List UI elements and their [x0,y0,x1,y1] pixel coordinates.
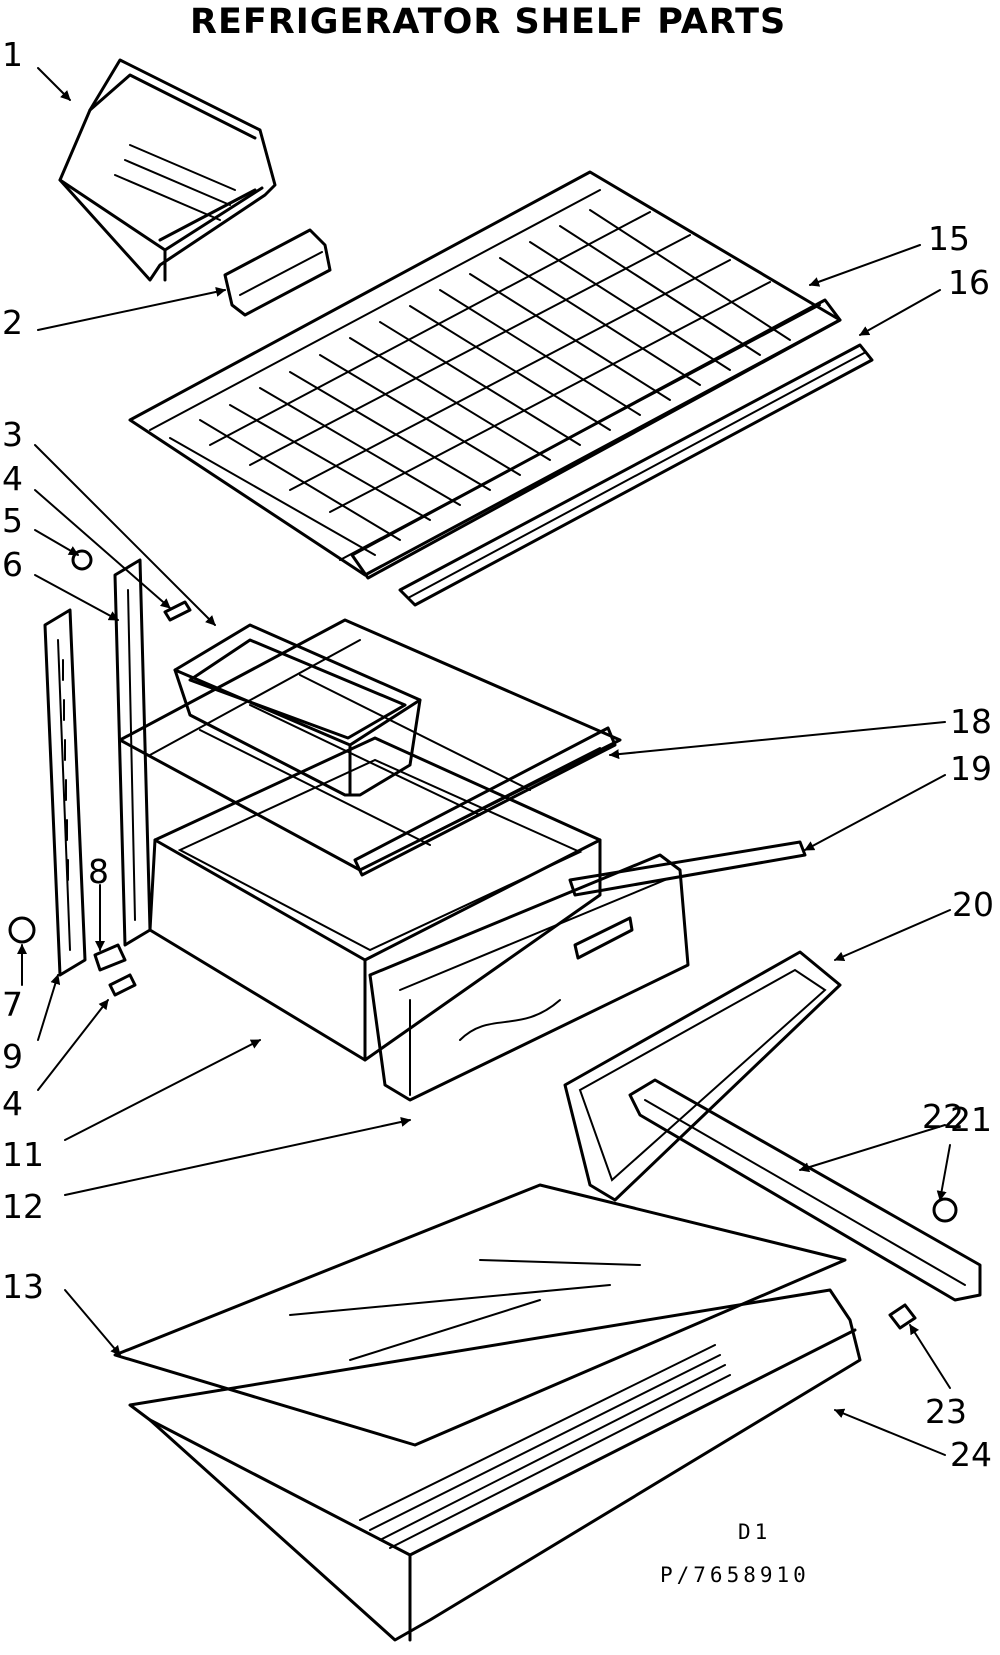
part-9-shelf-ladder [43,608,87,977]
callout-9: 9 [2,1037,23,1076]
part-11-crisper-pan [148,736,602,1062]
diagram-code: D1 [738,1520,772,1544]
callout-24: 24 [950,1435,992,1474]
callout-13: 13 [2,1267,44,1306]
part-15-wire-shelf [128,170,842,580]
part-19-trim [568,840,807,897]
callout-2: 2 [2,303,23,342]
part-23-screw [888,1303,917,1330]
part-number: P/7658910 [660,1563,810,1587]
part-20-glass-frame [563,950,842,1202]
callout-19: 19 [950,749,992,788]
callout-3: 3 [2,415,23,454]
callout-21: 21 [950,1100,992,1139]
part-12-crisper-cover-front [368,853,690,1102]
callout-12: 12 [2,1187,44,1226]
part-16-shelf-trim [398,343,874,607]
callout-16: 16 [948,263,990,302]
callout-22: 22 [922,1097,964,1136]
callout-8: 8 [88,852,109,891]
callout-4-bottom: 4 [2,1084,23,1123]
part-13-glass-shelf [113,1183,847,1447]
part-2-bin-retainer [223,228,332,317]
part-4-screw-bottom [108,973,137,997]
callout-leaders [17,67,951,1456]
part-21-cover-support [628,1078,982,1302]
callout-4-top: 4 [2,459,23,498]
callout-5: 5 [2,501,23,540]
callout-7: 7 [2,985,23,1024]
callout-11: 11 [2,1135,44,1174]
callout-23: 23 [925,1392,967,1431]
part-5-cap [71,549,93,571]
part-7-cap [8,916,36,944]
part-8-bracket [93,943,127,972]
callout-15: 15 [928,219,970,258]
diagram-title: REFRIGERATOR SHELF PARTS [190,2,787,42]
part-18-crisper-shelf [118,618,622,877]
callout-6: 6 [2,545,23,584]
part-22-cap [932,1197,958,1223]
callout-1: 1 [2,35,23,74]
part-4-screw-top [163,600,192,622]
callout-18: 18 [950,702,992,741]
part-24-crisper-pan [128,1288,862,1642]
callout-20: 20 [952,885,994,924]
part-1-door-bin [58,58,277,282]
